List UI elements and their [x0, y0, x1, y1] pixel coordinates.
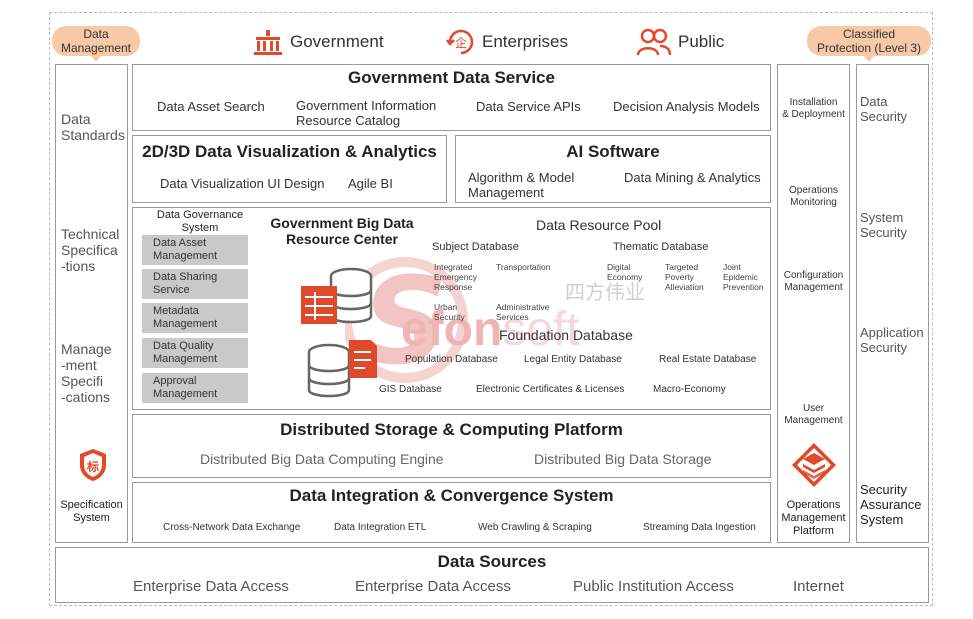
real-estate-database: Real Estate Database [659, 354, 757, 365]
layers-diamond-icon [792, 443, 836, 487]
tag-arrow [863, 55, 875, 62]
data-management-tag: Data Management [52, 26, 140, 56]
sefonsoft-cn-watermark: 四方伟业 [565, 282, 645, 304]
stakeholder-enterprises: 企 Enterprises [446, 28, 568, 56]
data-service-apis: Data Service APIs [476, 99, 581, 114]
configuration-management: Configuration Management [783, 270, 844, 293]
data-integration-title: Data Integration & Convergence System [289, 486, 614, 505]
application-security: Application Security [860, 325, 924, 355]
subject-database-title: Subject Database [432, 241, 519, 253]
metadata-management: Metadata Management [142, 303, 248, 333]
security-assurance-system: Security Assurance System [860, 482, 922, 527]
data-sharing-service: Data Sharing Service [142, 269, 248, 299]
tag-arrow [90, 55, 102, 62]
architecture-frame [49, 12, 933, 606]
streaming-data-ingestion: Streaming Data Ingestion [643, 522, 756, 533]
electronic-certificates-licenses: Electronic Certificates & Licenses [476, 384, 625, 395]
agile-bi: Agile BI [348, 176, 393, 191]
people-icon [636, 28, 672, 56]
gov-data-service-block: Government Data Service Data Asset Searc… [132, 64, 771, 131]
operations-platform-label: Operations Management Platform [781, 499, 846, 537]
algorithm-model-management: Algorithm & Model Management [468, 170, 575, 200]
joint-epidemic-prevention: Joint Epidemic Prevention [723, 262, 764, 292]
foundation-database-title: Foundation Database [499, 327, 633, 343]
data-resource-pool-title: Data Resource Pool [536, 217, 662, 233]
urban-security: Urban Security [434, 302, 465, 322]
cross-network-data-exchange: Cross-Network Data Exchange [163, 522, 301, 533]
data-sources-title: Data Sources [437, 552, 547, 571]
svg-text:标: 标 [86, 459, 99, 474]
distributed-computing-engine: Distributed Big Data Computing Engine [200, 451, 444, 467]
classified-protection-tag: Classified Protection (Level 3) [807, 26, 931, 56]
source-enterprise-data-access-1: Enterprise Data Access [133, 578, 289, 595]
data-quality-management: Data Quality Management [142, 338, 248, 368]
distributed-storage-block: Distributed Storage & Computing Platform… [132, 414, 771, 478]
government-building-icon [254, 30, 282, 55]
document-database-icon [307, 340, 377, 398]
transportation: Transportation [496, 262, 551, 272]
approval-management: Approval Management [142, 373, 248, 403]
stakeholder-public: Public [636, 28, 724, 56]
sefonsoft-watermark-text: efonsoft [401, 303, 580, 356]
data-mining-analytics: Data Mining & Analytics [624, 170, 761, 185]
stakeholder-government: Government [252, 28, 384, 56]
data-integration-block: Data Integration & Convergence System Cr… [132, 482, 771, 543]
web-crawling-scraping: Web Crawling & Scraping [478, 522, 592, 533]
source-public-institution-access: Public Institution Access [573, 578, 734, 595]
gis-database: GIS Database [379, 384, 442, 395]
system-security: System Security [860, 210, 907, 240]
ai-software-block: AI Software Algorithm & Model Management… [455, 135, 771, 203]
visualization-title: 2D/3D Data Visualization & Analytics [142, 142, 437, 161]
security-column: Data Security System Security Applicatio… [856, 64, 929, 543]
standard-shield-icon: 标 [80, 449, 106, 481]
data-governance-title: Data Governance System [156, 209, 244, 234]
enterprise-icon: 企 [446, 29, 474, 55]
operations-column: Installation & Deployment Operations Mon… [777, 64, 850, 543]
macro-economy: Macro-Economy [653, 384, 726, 395]
visualization-block: 2D/3D Data Visualization & Analytics Dat… [132, 135, 447, 203]
distributed-storage-title: Distributed Storage & Computing Platform [280, 420, 623, 439]
resource-center-title: Government Big Data Resource Center [270, 215, 414, 247]
gov-data-service-title: Government Data Service [348, 68, 555, 87]
source-internet: Internet [793, 578, 844, 595]
specification-system-label: Specification System [60, 499, 123, 524]
digital-economy: Digital Economy [607, 262, 643, 282]
data-asset-search: Data Asset Search [157, 99, 265, 114]
thematic-database-title: Thematic Database [613, 241, 709, 253]
data-integration-etl: Data Integration ETL [334, 522, 427, 533]
installation-deployment: Installation & Deployment [782, 97, 845, 120]
specification-column: Data Standards Technical Specifica -tion… [55, 64, 128, 543]
table-database-icon [301, 267, 373, 324]
operations-monitoring: Operations Monitoring [789, 185, 838, 208]
technical-specifications-label: Technical Specifica -tions [61, 226, 120, 274]
data-asset-management: Data Asset Management [142, 235, 248, 265]
administrative-services: Administrative Services [496, 302, 550, 322]
data-visualization-ui-design: Data Visualization UI Design [160, 176, 325, 191]
management-specifications-label: Manage -ment Specifi -cations [61, 341, 112, 405]
user-management: User Management [784, 403, 843, 426]
ai-software-title: AI Software [566, 142, 660, 161]
data-security: Data Security [860, 94, 907, 124]
data-standards-label: Data Standards [61, 111, 125, 143]
integrated-emergency-response: Integrated Emergency Response [434, 262, 477, 292]
gov-info-catalog: Government Information Resource Catalog [296, 98, 437, 128]
population-database: Population Database [405, 354, 498, 365]
distributed-big-data-storage: Distributed Big Data Storage [534, 451, 712, 467]
source-enterprise-data-access-2: Enterprise Data Access [355, 578, 511, 595]
legal-entity-database: Legal Entity Database [524, 354, 622, 365]
data-sources-block: Data Sources Enterprise Data Access Ente… [55, 547, 929, 603]
targeted-poverty-alleviation: Targeted Poverty Alleviation [665, 262, 704, 292]
decision-analysis-models: Decision Analysis Models [613, 99, 760, 114]
svg-text:企: 企 [455, 35, 467, 50]
